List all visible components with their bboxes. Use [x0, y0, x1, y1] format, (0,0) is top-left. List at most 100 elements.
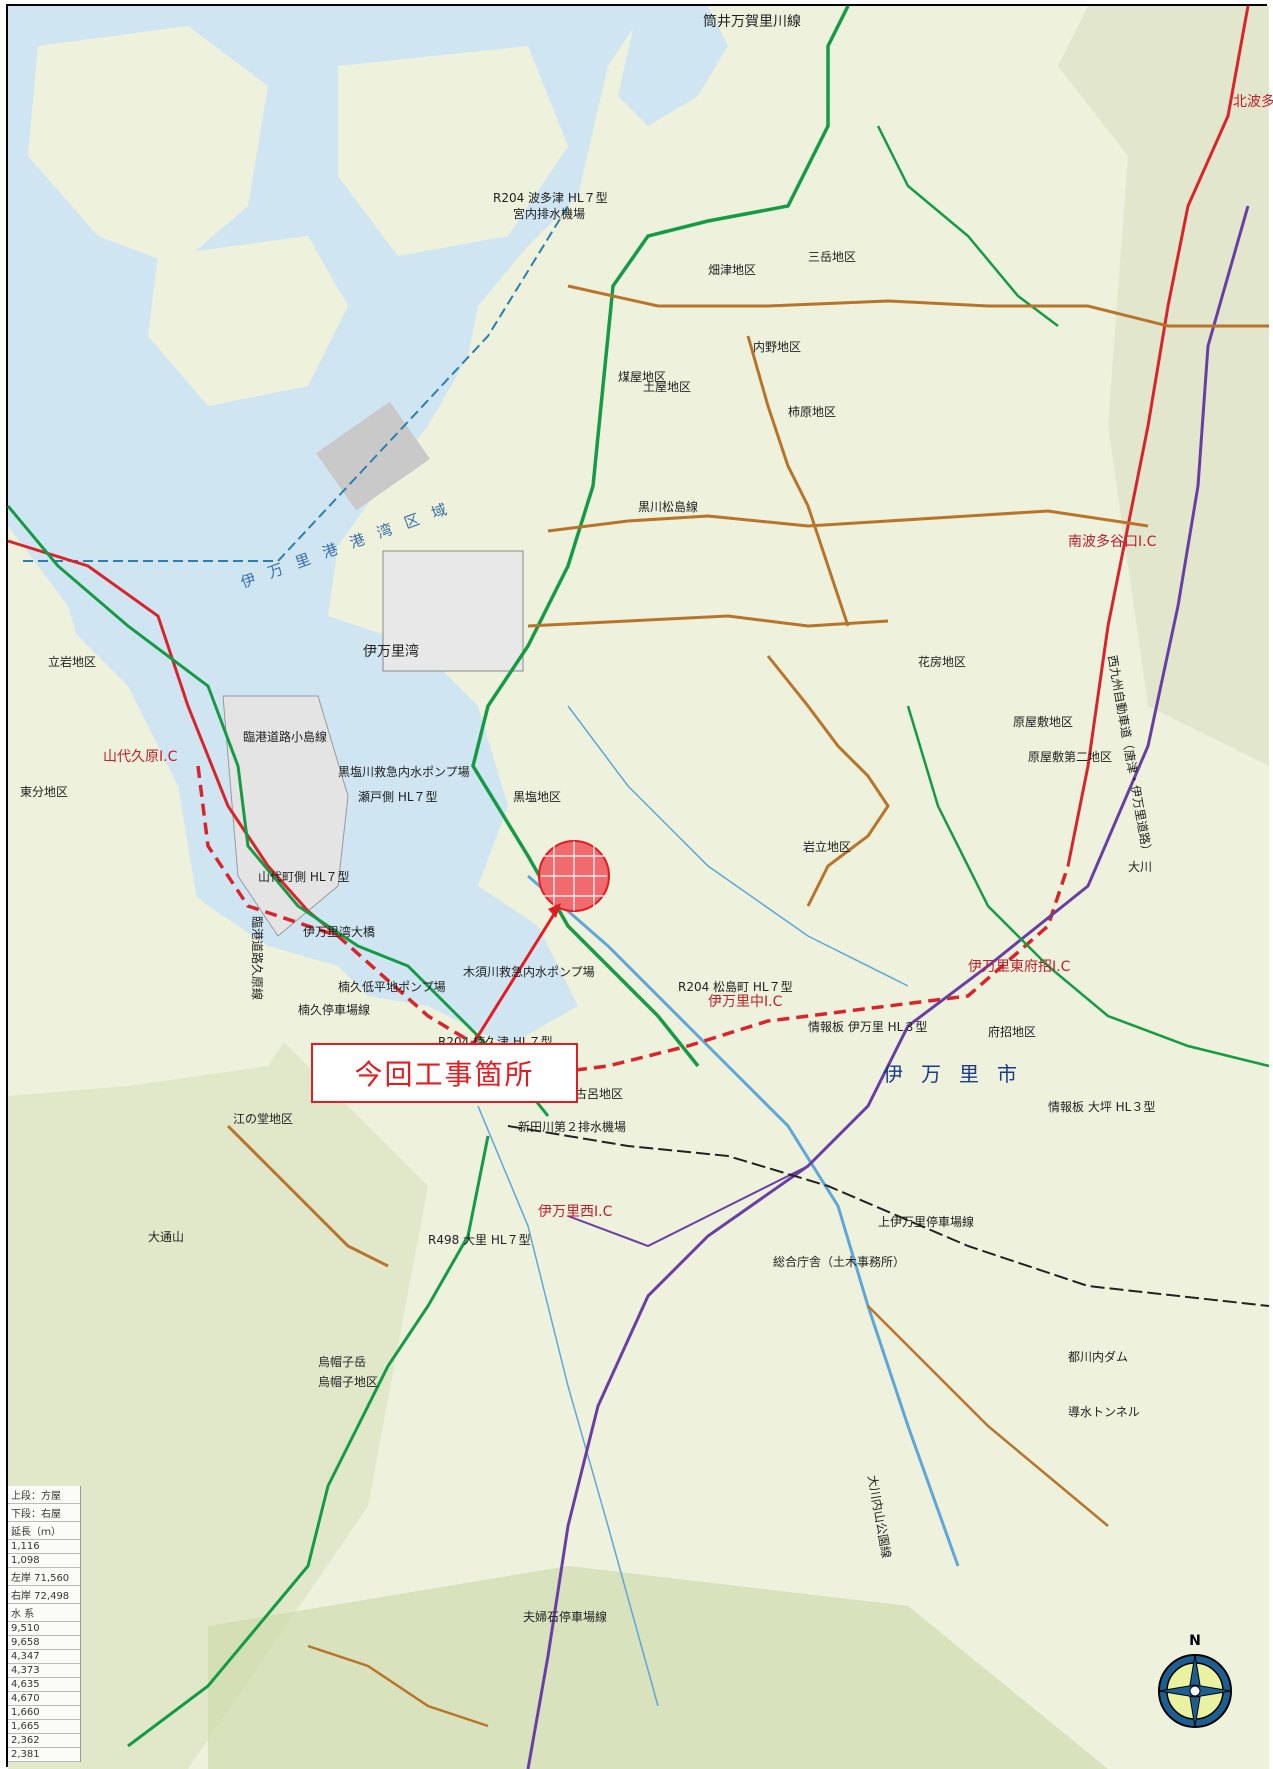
facility-label: 新田川第２排水機場: [518, 1119, 626, 1134]
legend-row: 左岸 71,560: [8, 1568, 80, 1586]
worksite-callout[interactable]: 今回工事箇所: [311, 1043, 578, 1103]
route-orange-north: [567, 284, 1269, 328]
planned-expressway-dashed: [196, 765, 1070, 1078]
place-label: 烏帽子地区: [318, 1374, 378, 1389]
facility-label: 烏帽子岳: [318, 1354, 366, 1369]
tunnel-label: 導水トンネル: [1068, 1405, 1140, 1419]
callout-arrowhead: [548, 903, 561, 918]
legend-row: 下段：右屋: [8, 1504, 80, 1522]
compass-north-letter: N: [1189, 1633, 1201, 1649]
place-label: 土屋地区: [643, 380, 691, 394]
legend-row: 4,635: [8, 1678, 80, 1692]
facility-label: 臨港道路小島線: [243, 729, 327, 744]
interchange-label: 山代久原I.C: [103, 749, 178, 765]
north-edge-label: 北波多: [1233, 93, 1273, 110]
route-green-north: [471, 5, 850, 1068]
place-label: 大川: [1128, 860, 1152, 874]
place-label: 花房地区: [918, 654, 966, 669]
facility-label: R204 波多津 HL７型: [493, 191, 608, 205]
facility-label: 情報板 大坪 HL３型: [1048, 1100, 1155, 1114]
dam-label: 都川内ダム: [1068, 1349, 1128, 1364]
city-name-label: 伊万里市: [883, 1062, 1035, 1086]
legend-row: 右岸 72,498: [8, 1586, 80, 1604]
island-harbor: [338, 46, 568, 256]
place-label: 内野地区: [753, 340, 801, 354]
interchange-label: 伊万里中I.C: [708, 994, 783, 1010]
facility-label: 瀬戸側 HL７型: [358, 790, 438, 804]
place-label: 煤屋地区: [618, 370, 666, 384]
place-label: 立岩地区: [48, 654, 96, 669]
place-label: 辺古呂地区: [563, 1086, 623, 1101]
river-main: [527, 874, 960, 1567]
legend-row: 2,362: [8, 1734, 80, 1748]
expressway-north-dashed: [1167, 205, 1189, 307]
place-label: 三岳地区: [808, 250, 856, 264]
facility-label: R204 松島町 HL７型: [678, 979, 793, 994]
route-orange-southeast: [867, 1305, 1109, 1527]
legend-row: 1,098: [8, 1554, 80, 1568]
northern-inlet-water: [618, 6, 728, 126]
interchange-label: 南波多谷口I.C: [1068, 533, 1157, 550]
facility-label: 大通山: [148, 1230, 184, 1244]
facility-label: 情報板 伊万里 HL３型: [808, 1020, 927, 1034]
hill-shading-south: [208, 1566, 1108, 1769]
route-orange-vertical: [746, 335, 850, 627]
legend-row: 上段：方屋: [8, 1486, 80, 1504]
place-label: 畑津地区: [708, 263, 756, 277]
expressway-west-red: [7, 539, 339, 938]
interchange-label: 伊万里東府招I.C: [968, 959, 1071, 975]
national-road-purple-west: [567, 1165, 809, 1248]
port-area-label: 伊万里湾: [363, 643, 419, 660]
river-tributary-north: [567, 705, 909, 987]
route-orange-southwest: [226, 1124, 389, 1268]
route-orange-central: [527, 614, 889, 628]
map-frame: 筒井万賀里川線 北波多 伊万里港港湾区域 伊万里市 伊万里湾 導水トンネル 都川…: [6, 4, 1273, 1769]
kuhara-port-land: [222, 695, 349, 937]
port-area-boundary: [23, 205, 569, 562]
road-map[interactable]: 筒井万賀里川線 北波多 伊万里港港湾区域 伊万里市 伊万里湾 導水トンネル 都川…: [6, 5, 1273, 1769]
facility-label: 山代町側 HL７型: [258, 870, 350, 884]
expressway-red: [1066, 5, 1250, 867]
place-label: 原屋敷第二地区: [1028, 749, 1112, 764]
facility-label: 木須川救急内水ポンプ場: [463, 964, 595, 979]
facility-label: 黒塩川救急内水ポンプ場: [338, 764, 470, 779]
river-tributary-south: [477, 1105, 659, 1707]
place-label: 原屋敷地区: [1013, 714, 1073, 729]
top-route-label: 筒井万賀里川線: [703, 13, 801, 30]
route-green-west: [6, 505, 550, 1117]
map-legend-table: 上段：方屋 下段：右屋 延長（ｍ） 1,116 1,098 左岸 71,560 …: [8, 1486, 81, 1762]
facility-label: 宮内排水機場: [513, 206, 585, 221]
route-orange-middle: [547, 509, 1149, 533]
hill-shading-west: [8, 1026, 428, 1769]
place-label: 岩立地区: [803, 839, 851, 854]
route-orange-south-mid: [307, 1644, 489, 1728]
route-green-south: [127, 1135, 490, 1748]
facility-label: 楠久停車場線: [298, 1002, 370, 1017]
legend-row: 1,116: [8, 1540, 80, 1554]
hill-shading-east: [1058, 6, 1269, 766]
legend-row: 4,373: [8, 1664, 80, 1678]
legend-row: 水 系: [8, 1604, 80, 1622]
worksite-marker[interactable]: [538, 840, 610, 912]
west-landmass: [8, 606, 308, 1096]
place-label: 夫婦石停車場線: [523, 1609, 607, 1624]
legend-row: 1,660: [8, 1706, 80, 1720]
legend-row: 2,381: [8, 1748, 80, 1762]
legend-row: 延長（ｍ）: [8, 1522, 80, 1540]
place-label: 東分地区: [20, 785, 68, 799]
facility-label: 上伊万里停車場線: [878, 1214, 974, 1229]
railway-line: [507, 1125, 1270, 1307]
facility-label: R498 大里 HL７型: [428, 1233, 531, 1247]
facility-label: 臨港道路久原線: [250, 916, 265, 1000]
north-compass-icon: N: [1158, 1633, 1232, 1728]
route-green-east: [906, 705, 1270, 1068]
legend-row: 9,510: [8, 1622, 80, 1636]
legend-row: 9,658: [8, 1636, 80, 1650]
legend-row: 4,670: [8, 1692, 80, 1706]
place-label: 柿原地区: [788, 404, 836, 419]
place-label: 府招地区: [988, 1024, 1036, 1039]
interchange-label: 伊万里西I.C: [538, 1204, 613, 1220]
island-west: [148, 236, 348, 406]
legend-row: 4,347: [8, 1650, 80, 1664]
facility-label: 黒川松島線: [638, 499, 698, 514]
